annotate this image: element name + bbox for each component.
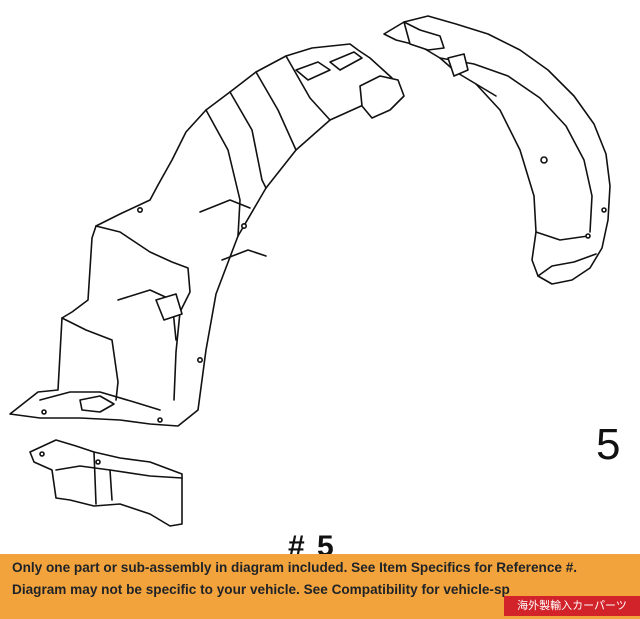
- watermark-badge: 海外製輸入カーパーツ: [504, 596, 640, 616]
- fender-liner-diagram: [9, 15, 611, 527]
- callout-number: 5: [596, 420, 621, 469]
- disclaimer-line-1: Only one part or sub-assembly in diagram…: [12, 560, 578, 575]
- rear-fender-liner: [383, 15, 611, 285]
- disclaimer-line-2: Diagram may not be specific to your vehi…: [12, 582, 510, 597]
- main-fender-liner: [9, 43, 405, 427]
- lower-bracket: [29, 439, 183, 527]
